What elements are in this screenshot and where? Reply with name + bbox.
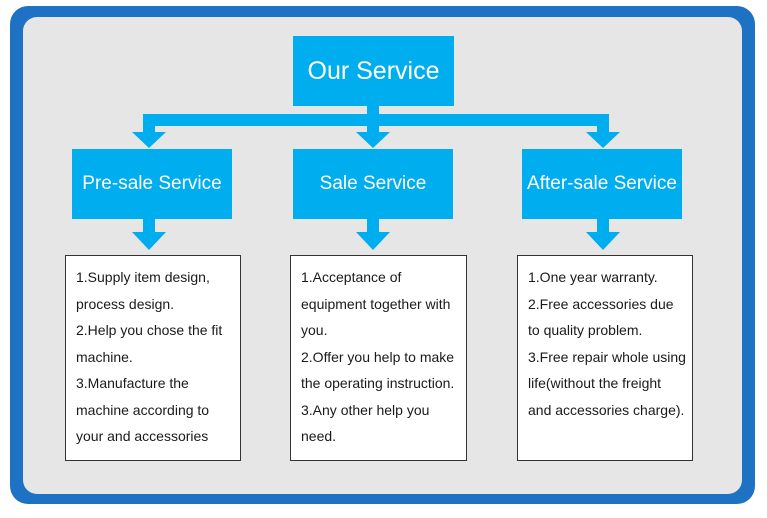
list-item: 3.Any other help you need. <box>301 401 430 445</box>
arrow-down-icon <box>356 132 390 148</box>
pre-arrow-stem <box>143 219 155 234</box>
list-item: 2.Free accessories due to quality proble… <box>528 295 674 339</box>
branch-left-stem <box>143 126 155 134</box>
list-item: 3.Free repair whole using life(without t… <box>528 348 686 418</box>
after-arrow-stem <box>597 219 609 234</box>
arrow-down-icon <box>132 232 166 250</box>
sale-arrow-stem <box>367 219 379 234</box>
sale-details: 1.Acceptance of equipment together with … <box>290 255 467 461</box>
after-sale-details: 1.One year warranty. 2.Free accessories … <box>517 255 693 461</box>
arrow-down-icon <box>132 132 166 148</box>
list-item: 1.One year warranty. <box>528 269 658 285</box>
our-service-box: Our Service <box>293 36 454 106</box>
pre-sale-service-box: Pre-sale Service <box>72 149 232 219</box>
arrow-down-icon <box>356 232 390 250</box>
branch-middle-stem <box>367 126 379 134</box>
branch-right-stem <box>597 126 609 134</box>
list-item: 1.Supply item design, process design. <box>76 269 210 312</box>
sale-service-box: Sale Service <box>293 149 453 219</box>
list-item: 3.Manufacture the machine according to y… <box>76 375 210 444</box>
list-item: 2.Offer you help to make the operating i… <box>301 348 455 392</box>
arrow-down-icon <box>586 132 620 148</box>
list-item: 1.Acceptance of equipment together with … <box>301 269 451 338</box>
after-sale-service-box: After-sale Service <box>522 149 682 219</box>
pre-sale-details: 1.Supply item design, process design. 2.… <box>65 255 241 461</box>
arrow-down-icon <box>586 232 620 250</box>
stem-top <box>367 106 379 114</box>
list-item: 2.Help you chose the fit machine. <box>76 322 223 365</box>
branch-bar <box>143 114 609 126</box>
